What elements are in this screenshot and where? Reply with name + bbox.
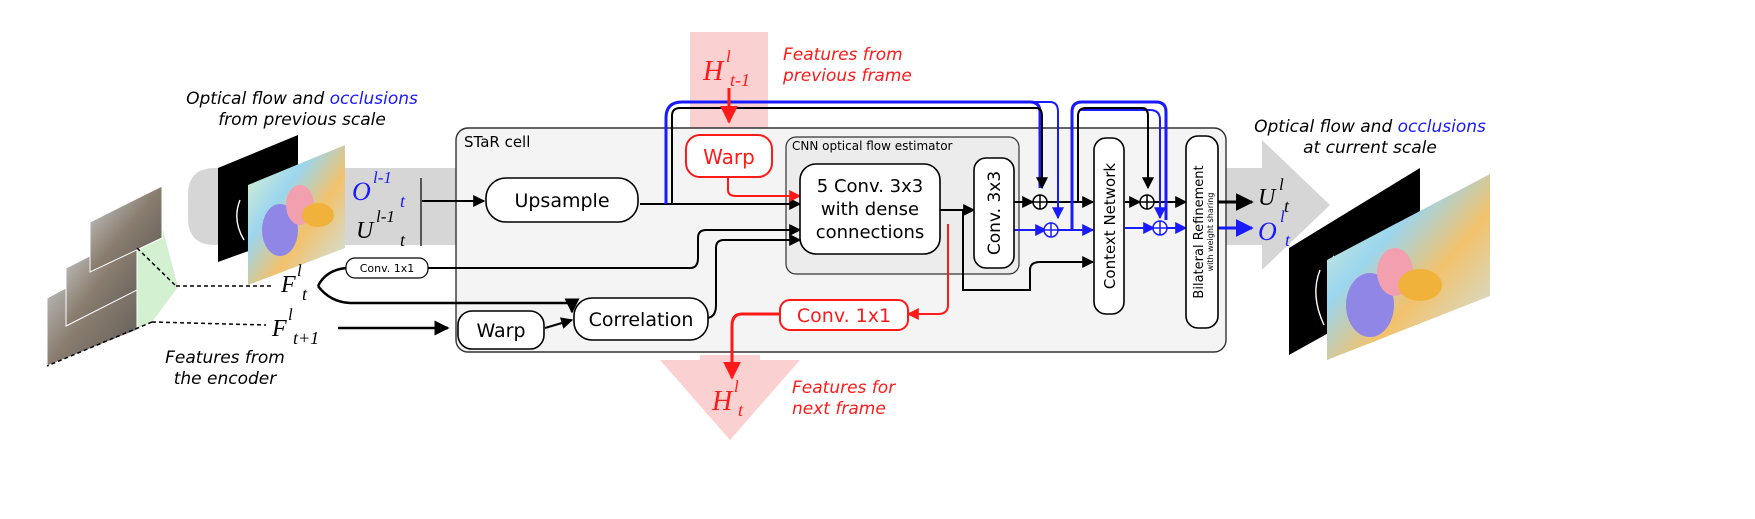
svg-text:F: F	[280, 272, 296, 298]
plus-circle-icon	[1043, 222, 1059, 238]
context-network-label: Context Network	[1101, 163, 1119, 289]
bilateral-refinement-block	[1185, 135, 1219, 329]
plus-circle-icon	[1032, 194, 1048, 210]
warp-bottom-block	[457, 310, 545, 350]
conv5-label-2: with dense	[821, 199, 919, 220]
upsample-block	[485, 177, 639, 223]
svg-text:H: H	[711, 386, 734, 417]
caption-curr-scale-1: Optical flow and occlusions	[1254, 117, 1486, 137]
svg-text:O: O	[1258, 217, 1277, 246]
caption-curr-scale-2: at current scale	[1303, 138, 1437, 158]
o-curr-symbol: O l t	[1258, 207, 1291, 250]
svg-text:t: t	[400, 191, 406, 211]
svg-text:t: t	[1284, 196, 1290, 216]
svg-text:l: l	[726, 47, 731, 66]
flow-map-icon	[248, 145, 345, 285]
svg-text:t: t	[1285, 230, 1291, 250]
caption-encoder-2: the encoder	[174, 369, 278, 389]
correlation-label: Correlation	[589, 309, 694, 331]
svg-text:t: t	[302, 284, 308, 304]
black-connections	[316, 193, 1254, 336]
conv5-label-3: connections	[816, 222, 925, 243]
svg-text:O: O	[352, 177, 371, 206]
conv5-block	[799, 163, 941, 255]
correlation-block	[573, 297, 709, 341]
caption-prev-frame-1: Features from	[783, 45, 903, 65]
svg-text:t: t	[400, 230, 406, 250]
context-network-block	[1093, 137, 1125, 315]
conv1x1-small-label: Conv. 1x1	[360, 262, 415, 275]
caption-prev-scale-2: from previous scale	[218, 110, 386, 130]
warp-top-label: Warp	[703, 145, 755, 169]
svg-text:l: l	[288, 305, 293, 324]
svg-text:t+1: t+1	[293, 328, 319, 348]
conv1x1-red-block	[779, 299, 909, 331]
svg-text:l: l	[1279, 175, 1284, 194]
conv1x1-red-label: Conv. 1x1	[797, 305, 891, 327]
caption-next-frame-2: next frame	[792, 399, 886, 419]
bilateral-refinement-label: Bilateral Refinement	[1192, 165, 1207, 298]
conv3x3-label: Conv. 3x3	[985, 171, 1005, 255]
svg-text:H: H	[702, 56, 725, 87]
caption-prev-frame-2: previous frame	[782, 66, 912, 86]
bilateral-refinement-sublabel: with weight sharing	[1206, 193, 1215, 272]
red-connections	[720, 88, 949, 380]
svg-text:l: l	[297, 261, 302, 280]
blue-connections	[664, 100, 1254, 237]
plus-circle-icon	[1139, 194, 1155, 210]
svg-text:l: l	[1280, 207, 1285, 226]
frame-image-icon	[46, 185, 163, 367]
u-prev-symbol: U l-1 t	[356, 207, 406, 250]
h-next-symbol: H l t	[711, 377, 744, 420]
svg-text:t-1: t-1	[730, 70, 750, 90]
plus-circle-icon	[1152, 220, 1168, 236]
o-prev-symbol: O l-1 t	[352, 168, 406, 211]
svg-text:t: t	[738, 400, 744, 420]
pink-next-frame-arrow	[660, 355, 800, 440]
u-curr-symbol: U l t	[1258, 175, 1290, 216]
warp-top-block	[685, 134, 773, 178]
svg-text:F: F	[271, 316, 287, 342]
conv5-label-1: 5 Conv. 3x3	[817, 176, 923, 197]
upsample-label: Upsample	[514, 190, 609, 212]
conv3x3-block	[973, 157, 1015, 269]
svg-text:U: U	[1258, 185, 1277, 211]
cnn-estimator-title: CNN optical flow estimator	[792, 139, 953, 153]
caption-prev-scale-1: Optical flow and occlusions	[186, 89, 418, 109]
star-cell-title: STaR cell	[464, 133, 530, 151]
f-t1-symbol: F l t+1	[271, 305, 319, 348]
f-t-symbol: F l t	[280, 261, 308, 304]
warp-bottom-label: Warp	[476, 320, 525, 342]
svg-text:l-1: l-1	[376, 207, 395, 226]
svg-text:l-1: l-1	[373, 168, 392, 187]
h-prev-symbol: H l t-1	[702, 47, 750, 90]
svg-text:U: U	[356, 218, 375, 244]
caption-next-frame-1: Features for	[792, 378, 896, 398]
svg-text:l: l	[734, 377, 739, 396]
flow-map-icon	[1327, 174, 1490, 360]
conv1x1-small-block	[345, 257, 429, 279]
caption-encoder-1: Features from	[165, 348, 285, 368]
